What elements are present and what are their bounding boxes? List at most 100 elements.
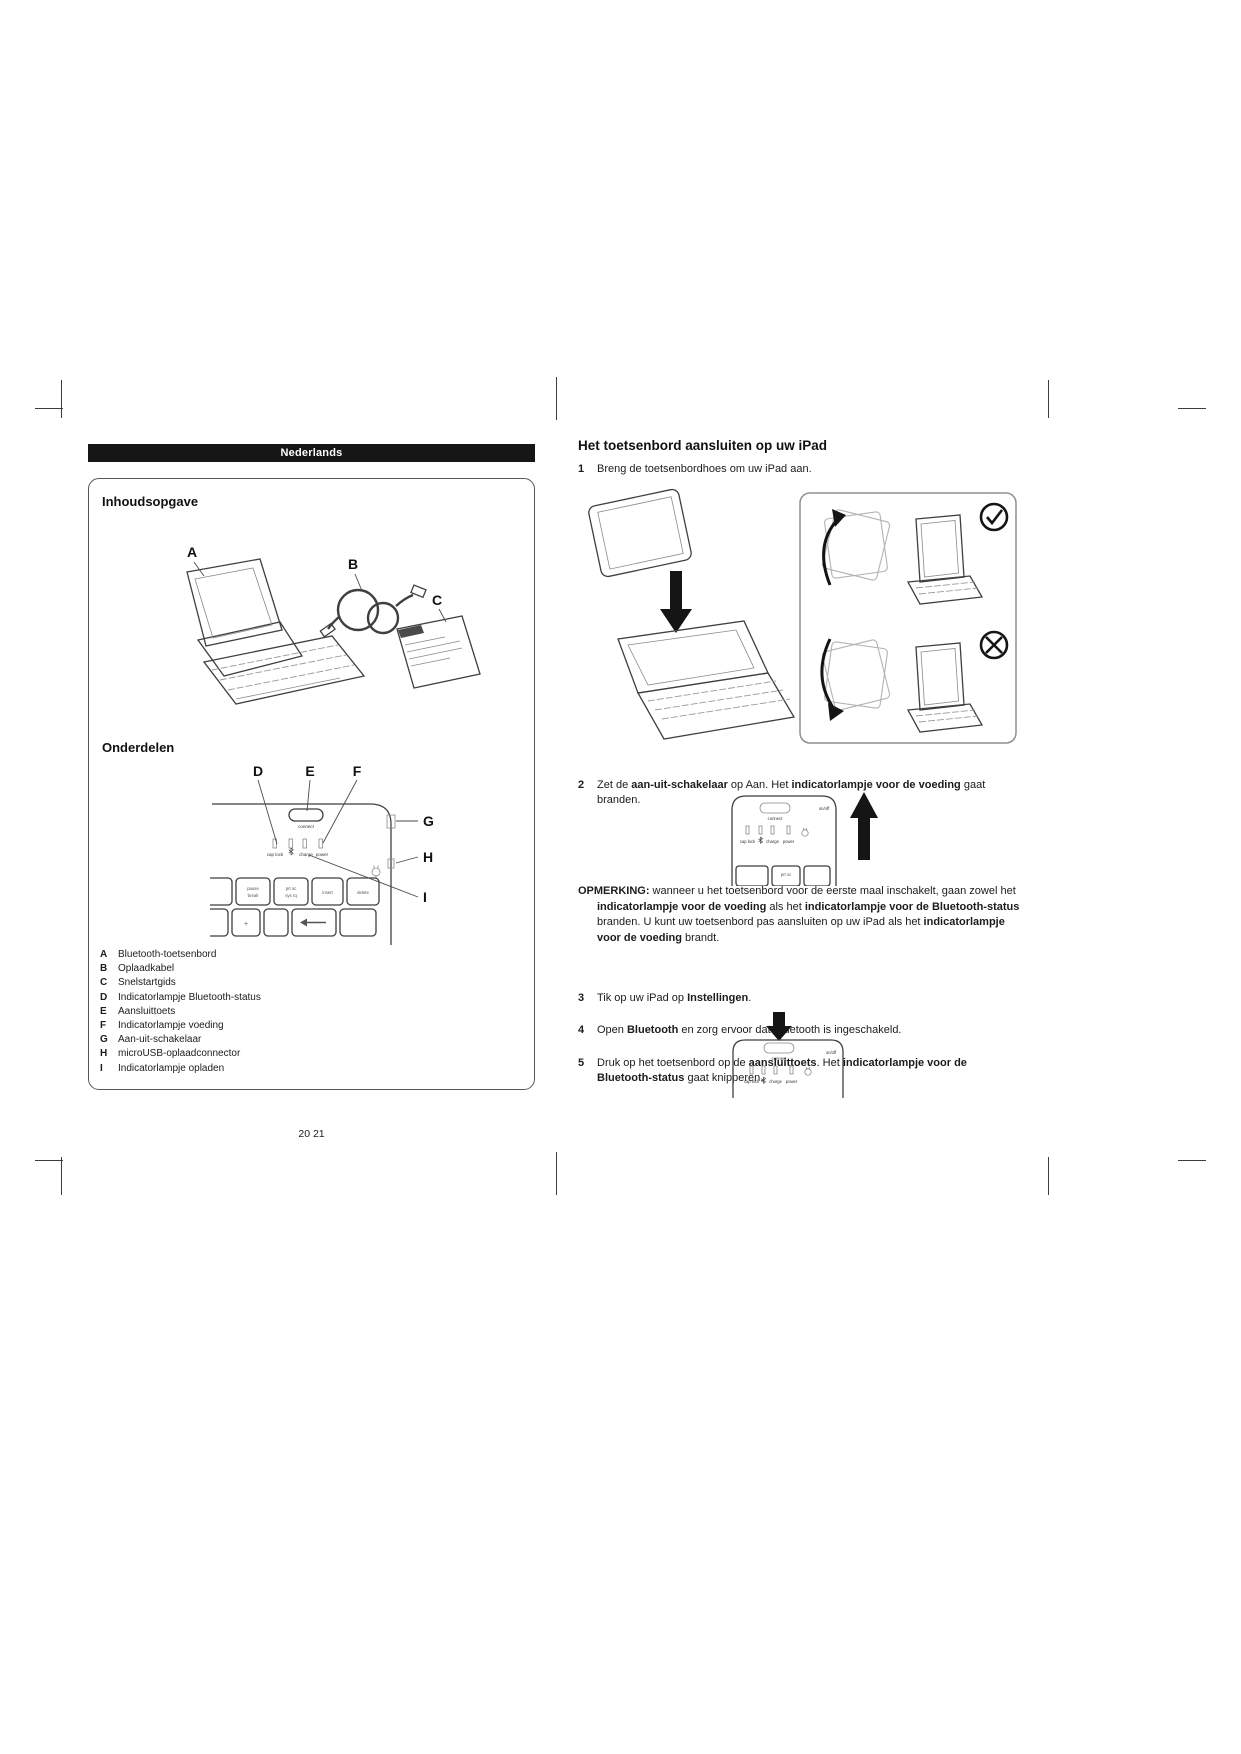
svg-text:connect: connect — [768, 816, 784, 821]
crop-mark — [1178, 1160, 1206, 1161]
legend-row: I Indicatorlampje opladen — [100, 1062, 520, 1076]
legend-label: Indicatorlampje voeding — [118, 1020, 224, 1032]
svg-text:cap lock: cap lock — [744, 1079, 760, 1084]
parts-illustration: connect cap lock charge power pause brea… — [210, 763, 434, 945]
correct-orientation — [821, 502, 1009, 605]
arrow-down-icon — [766, 1012, 792, 1041]
bluetooth-icon — [288, 847, 294, 856]
legend-key: F — [100, 1020, 107, 1032]
contents-title: Inhoudsopgave — [102, 494, 199, 509]
power-on-illustration: connect cap lock charge power on/off prt… — [731, 792, 878, 886]
svg-text:connect: connect — [772, 1056, 788, 1061]
crop-mark — [35, 1160, 63, 1161]
quickstart-guide-drawing — [396, 615, 481, 689]
svg-text:+: + — [244, 921, 248, 928]
svg-text:break: break — [248, 893, 260, 898]
legend-key: I — [100, 1062, 103, 1074]
svg-text:prt sc: prt sc — [286, 886, 297, 891]
step-1: 1 Breng de toetsenbordhoes om uw iPad aa… — [578, 463, 812, 475]
svg-text:charge: charge — [769, 1079, 782, 1084]
legend-row: B Oplaadkabel — [100, 962, 520, 976]
svg-text:on/off: on/off — [819, 806, 830, 811]
legend-key: B — [100, 963, 108, 975]
case-fitting-illustration — [588, 488, 1017, 744]
legend-row: D Indicatorlampje Bluetooth-status — [100, 991, 520, 1005]
connect-press-illustration: connect cap lock charge power on/off — [732, 1012, 844, 1098]
language-header: Nederlands — [88, 444, 535, 462]
svg-text:power: power — [783, 839, 795, 844]
status-leds — [272, 838, 323, 849]
crop-mark — [1048, 1157, 1049, 1195]
legend-row: F Indicatorlampje voeding — [100, 1019, 520, 1033]
charging-cable-drawing — [319, 584, 427, 638]
crop-mark — [556, 1152, 557, 1195]
page-number: 20 21 — [298, 1128, 325, 1140]
callout-i: I — [423, 889, 427, 905]
svg-text:power: power — [316, 852, 329, 857]
legend-key: G — [100, 1034, 108, 1046]
legend-row: E Aansluittoets — [100, 1005, 520, 1019]
svg-text:sys rq: sys rq — [285, 893, 297, 898]
contents-illustration: A B C — [186, 544, 481, 705]
parts-legend: A Bluetooth-toetsenbord B Oplaadkabel C … — [100, 948, 520, 1076]
keyboard-keys: pause break prt sc sys rq insert delete … — [210, 877, 380, 937]
crop-mark — [61, 380, 62, 418]
legend-key: C — [100, 977, 108, 989]
plug-icon — [804, 1067, 812, 1076]
note-block: OPMERKING: wanneer u het toetsenbord voo… — [578, 885, 1020, 944]
callout-d: D — [253, 763, 263, 779]
legend-key: A — [100, 949, 108, 960]
legend-row: A Bluetooth-toetsenbord — [100, 948, 520, 962]
legend-label: Aansluittoets — [118, 1005, 176, 1017]
legend-row: H microUSB-oplaadconnector — [100, 1047, 520, 1061]
legend-label: Bluetooth-toetsenbord — [118, 949, 217, 960]
bluetooth-icon — [758, 836, 764, 844]
svg-text:cap lock: cap lock — [267, 852, 284, 857]
legend-label: Indicatorlampje opladen — [118, 1062, 225, 1074]
cross-circle-icon — [979, 630, 1009, 660]
parts-panel — [88, 478, 535, 1090]
legend-row: C Snelstartgids — [100, 976, 520, 990]
callout-f: F — [353, 763, 362, 779]
legend-row: G Aan-uit-schakelaar — [100, 1033, 520, 1047]
legend-key: E — [100, 1005, 107, 1017]
wrong-orientation — [820, 630, 1009, 733]
connect-button — [759, 802, 791, 814]
connect-button — [763, 1042, 795, 1054]
plug-icon — [801, 828, 809, 837]
legend-label: Indicatorlampje Bluetooth-status — [118, 991, 261, 1003]
svg-text:prt sc: prt sc — [781, 872, 792, 877]
svg-text:charge: charge — [766, 839, 779, 844]
plug-icon — [371, 865, 381, 879]
ipad-drawing — [588, 488, 692, 578]
crop-mark — [1048, 380, 1049, 418]
legend-label: Snelstartgids — [118, 977, 176, 989]
svg-text:power: power — [786, 1079, 798, 1084]
crop-mark — [556, 377, 557, 420]
parts-title: Onderdelen — [102, 740, 175, 755]
check-circle-icon — [979, 502, 1009, 532]
callout-a: A — [187, 544, 197, 560]
legend-key: H — [100, 1048, 108, 1060]
orientation-box — [799, 492, 1017, 744]
step-3: 3 Tik op uw iPad op Instellingen. — [578, 991, 752, 1004]
section-title: Het toetsenbord aansluiten op uw iPad — [578, 438, 828, 453]
crop-mark — [35, 408, 63, 409]
svg-text:on/off: on/off — [826, 1050, 837, 1055]
step-4: 4 Open Bluetooth en zorg ervoor dat Blue… — [578, 1024, 902, 1036]
callout-b: B — [348, 556, 358, 572]
svg-text:delete: delete — [357, 890, 369, 895]
callout-c: C — [432, 592, 442, 608]
callout-e: E — [305, 763, 314, 779]
open-case-drawing — [617, 620, 796, 740]
power-switch — [386, 814, 396, 829]
legend-key: D — [100, 991, 108, 1003]
arrow-up-icon — [850, 792, 878, 860]
step-5: 5 Druk op het toetsenbord op de aansluit… — [578, 1056, 967, 1085]
svg-text:cap lock: cap lock — [740, 839, 756, 844]
crop-mark — [61, 1157, 62, 1195]
callout-h: H — [423, 849, 433, 865]
crop-mark — [1178, 408, 1206, 409]
svg-text:insert: insert — [322, 890, 333, 895]
